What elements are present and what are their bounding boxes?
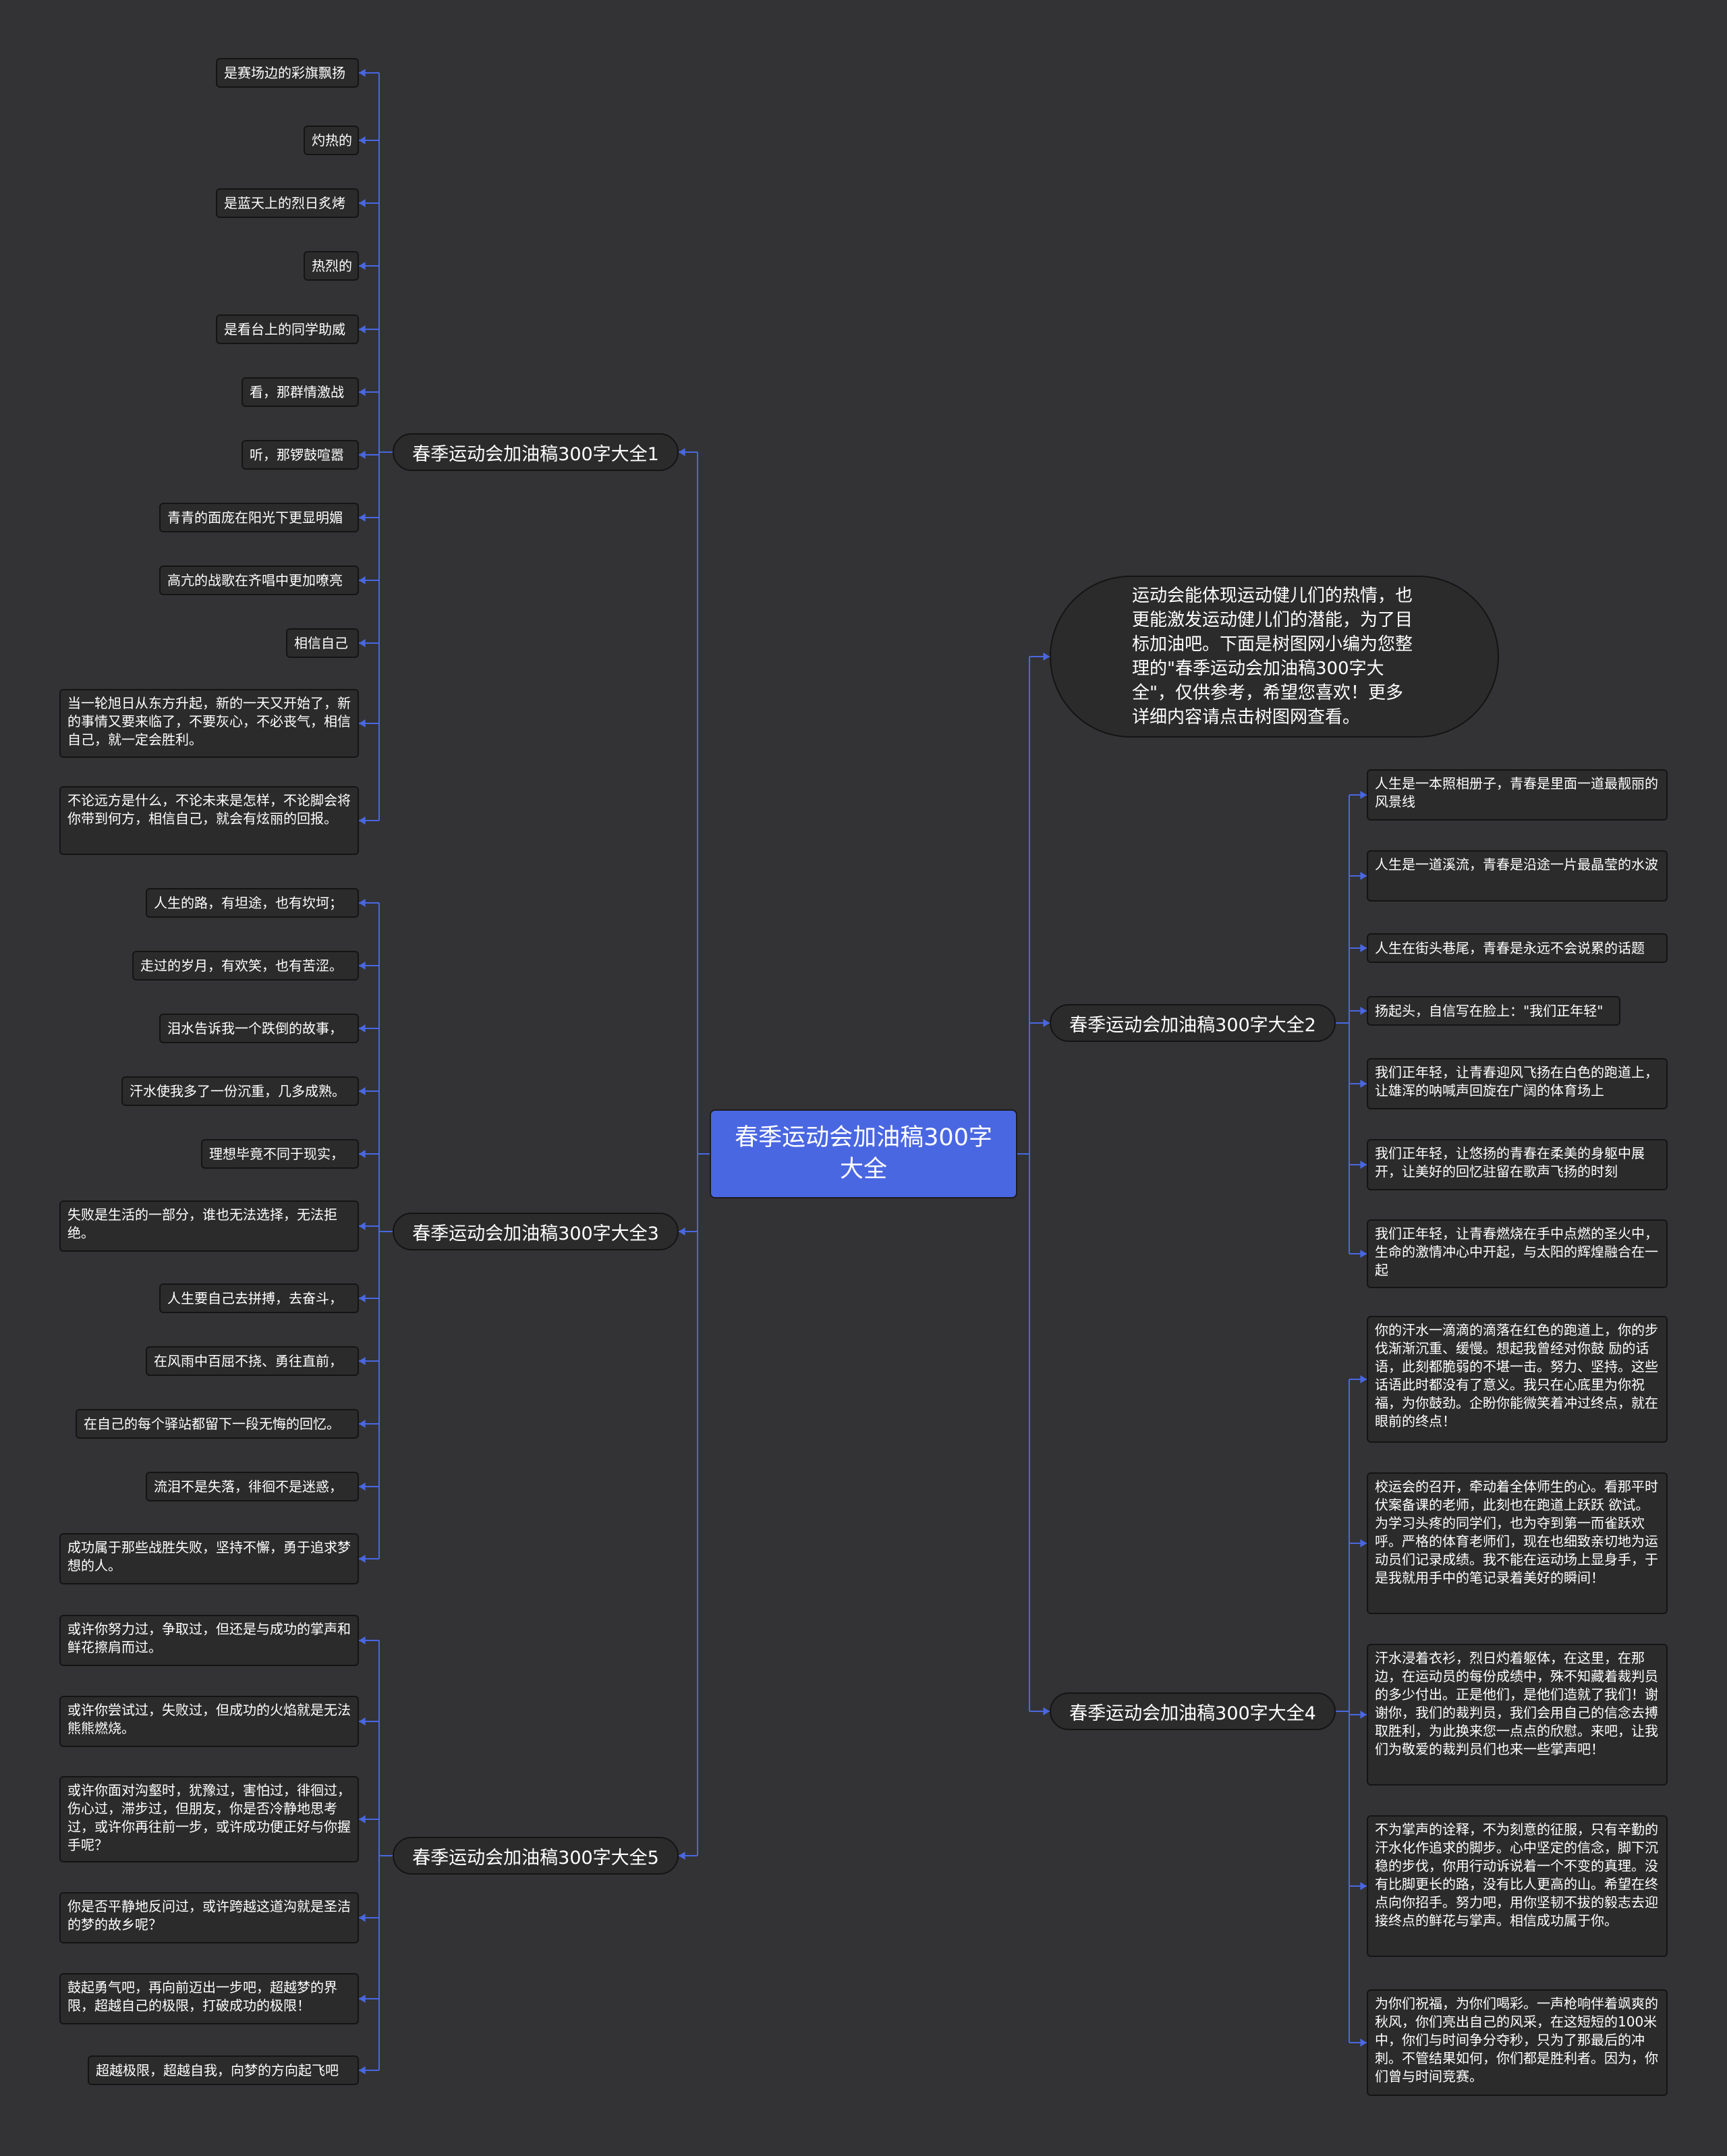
- leaf-arrow: [1360, 1882, 1367, 1890]
- leaf-arrow: [359, 576, 366, 584]
- branch-arrow-1: [679, 448, 685, 456]
- leaf-arrow: [1360, 1711, 1367, 1719]
- leaf-node[interactable]: 是看台上的同学助威: [216, 314, 359, 344]
- leaf-node[interactable]: 不论远方是什么，不论未来是怎样，不论脚会将你带到何方，相信自己，就会有炫丽的回报…: [59, 786, 359, 855]
- branch-arrow-3: [679, 1227, 685, 1236]
- branch-topic-5[interactable]: 春季运动会加油稿300字大全5: [393, 1837, 679, 1875]
- leaf-node[interactable]: 鼓起勇气吧，再向前迈出一步吧，超越梦的界限，超越自己的极限，打破成功的极限！: [59, 1973, 359, 2024]
- branch-topic-2[interactable]: 春季运动会加油稿300字大全2: [1050, 1004, 1336, 1042]
- leaf-arrow: [359, 388, 366, 396]
- leaf-arrow: [359, 451, 366, 459]
- leaf-node[interactable]: 汗水浸着衣衫，烈日灼着躯体，在这里，在那边，在运动员的每份成绩中，殊不知藏着裁判…: [1367, 1644, 1668, 1786]
- leaf-node[interactable]: 相信自己: [286, 628, 359, 658]
- leaf-arrow: [359, 1150, 366, 1158]
- branch-arrow-2: [1043, 1019, 1050, 1027]
- branch-topic-4[interactable]: 春季运动会加油稿300字大全4: [1050, 1692, 1336, 1730]
- leaf-node[interactable]: 人生是一道溪流，青春是沿途一片最晶莹的水波: [1367, 850, 1668, 902]
- leaf-node[interactable]: 你的汗水一滴滴的滴落在红色的跑道上，你的步伐渐渐沉重、缓慢。想起我曾经对你鼓 励…: [1367, 1316, 1668, 1443]
- branch-topic-1[interactable]: 春季运动会加油稿300字大全1: [393, 433, 679, 471]
- leaf-node[interactable]: 扬起头，自信写在脸上："我们正年轻": [1367, 996, 1620, 1026]
- leaf-node[interactable]: 看，那群情激战: [242, 377, 359, 407]
- leaf-arrow: [359, 199, 366, 207]
- leaf-node[interactable]: 理想毕竟不同于现实，: [201, 1139, 359, 1169]
- leaf-arrow: [1360, 1007, 1367, 1015]
- leaf-arrow: [359, 962, 366, 970]
- leaf-arrow: [359, 262, 366, 270]
- leaf-arrow: [1360, 944, 1367, 952]
- leaf-arrow: [1360, 1375, 1367, 1383]
- leaf-node[interactable]: 是蓝天上的烈日炙烤: [216, 188, 359, 218]
- leaf-arrow: [359, 1815, 366, 1823]
- leaf-node[interactable]: 听，那锣鼓喧嚣: [242, 440, 359, 470]
- leaf-arrow: [1360, 1080, 1367, 1088]
- leaf-node[interactable]: 我们正年轻，让悠扬的青春在柔美的身躯中展开，让美好的回忆驻留在歌声飞扬的时刻: [1367, 1139, 1668, 1190]
- leaf-node[interactable]: 流泪不是失落，徘徊不是迷惑，: [146, 1472, 359, 1501]
- branch-arrow-5: [679, 1852, 685, 1860]
- leaf-arrow: [1360, 2039, 1367, 2047]
- leaf-node[interactable]: 超越极限，超越自我，向梦的方向起飞吧: [88, 2055, 359, 2085]
- leaf-arrow: [359, 514, 366, 522]
- leaf-node[interactable]: 汗水使我多了一份沉重，几多成熟。: [121, 1076, 359, 1106]
- leaf-arrow: [359, 1483, 366, 1491]
- leaf-arrow: [359, 1024, 366, 1032]
- leaf-arrow: [359, 1636, 366, 1644]
- leaf-node[interactable]: 我们正年轻，让青春燃烧在手中点燃的圣火中，生命的激情冲心中开起，与太阳的辉煌融合…: [1367, 1219, 1668, 1288]
- root-topic[interactable]: 春季运动会加油稿300字大全: [710, 1109, 1017, 1198]
- leaf-node[interactable]: 为你们祝福，为你们喝彩。一声枪响伴着飒爽的秋风，你们亮出自己的风采，在这短短的1…: [1367, 1989, 1668, 2096]
- leaf-arrow: [1360, 791, 1367, 799]
- leaf-node[interactable]: 在自己的每个驿站都留下一段无悔的回忆。: [76, 1409, 359, 1439]
- leaf-arrow: [1360, 1161, 1367, 1169]
- leaf-arrow: [359, 1222, 366, 1230]
- leaf-node[interactable]: 或许你面对沟壑时，犹豫过，害怕过，徘徊过，伤心过，滞步过，但朋友，你是否冷静地思…: [59, 1776, 359, 1862]
- leaf-arrow: [359, 1294, 366, 1302]
- leaf-node[interactable]: 成功属于那些战胜失败，坚持不懈，勇于追求梦想的人。: [59, 1533, 359, 1584]
- leaf-arrow: [359, 1555, 366, 1563]
- leaf-node[interactable]: 我们正年轻，让青春迎风飞扬在白色的跑道上，让雄浑的呐喊声回旋在广阔的体育场上: [1367, 1058, 1668, 1109]
- leaf-node[interactable]: 在风雨中百屈不挠、勇往直前，: [146, 1346, 359, 1376]
- leaf-arrow: [359, 69, 366, 77]
- leaf-node[interactable]: 高亢的战歌在齐唱中更加嘹亮: [159, 565, 359, 595]
- leaf-arrow: [359, 136, 366, 144]
- leaf-arrow: [1360, 872, 1367, 880]
- leaf-arrow: [1360, 1539, 1367, 1547]
- leaf-arrow: [359, 325, 366, 333]
- leaf-arrow: [359, 1420, 366, 1428]
- leaf-node[interactable]: 或许你努力过，争取过，但还是与成功的掌声和鲜花擦肩而过。: [59, 1615, 359, 1666]
- intro-node[interactable]: 运动会能体现运动健儿们的热情，也更能激发运动健儿们的潜能，为了目标加油吧。下面是…: [1050, 576, 1499, 738]
- branch-topic-3[interactable]: 春季运动会加油稿300字大全3: [393, 1213, 679, 1250]
- intro-arrow: [1043, 653, 1050, 661]
- leaf-arrow: [359, 1717, 366, 1725]
- leaf-node[interactable]: 失败是生活的一部分，谁也无法选择，无法拒绝。: [59, 1200, 359, 1252]
- branch-arrow-4: [1043, 1707, 1050, 1715]
- leaf-arrow: [359, 639, 366, 647]
- leaf-node[interactable]: 人生的路，有坦途，也有坎坷；: [146, 888, 359, 918]
- leaf-node[interactable]: 人生是一本照相册子，青春是里面一道最靓丽的风景线: [1367, 769, 1668, 821]
- leaf-node[interactable]: 热烈的: [304, 251, 359, 281]
- leaf-arrow: [359, 1087, 366, 1095]
- leaf-node[interactable]: 青青的面庞在阳光下更显明媚: [159, 503, 359, 532]
- leaf-node[interactable]: 或许你尝试过，失败过，但成功的火焰就是无法熊熊燃烧。: [59, 1696, 359, 1747]
- leaf-node[interactable]: 不为掌声的诠释，不为刻意的征服，只有辛勤的汗水化作追求的脚步。心中坚定的信念，脚…: [1367, 1815, 1668, 1957]
- leaf-node[interactable]: 是赛场边的彩旗飘扬: [216, 58, 359, 88]
- leaf-node[interactable]: 人生在街头巷尾，青春是永远不会说累的话题: [1367, 933, 1668, 963]
- leaf-arrow: [359, 719, 366, 727]
- leaf-arrow: [359, 2066, 366, 2074]
- leaf-arrow: [359, 899, 366, 907]
- leaf-node[interactable]: 灼热的: [304, 126, 359, 155]
- leaf-node[interactable]: 人生要自己去拼搏，去奋斗，: [159, 1283, 359, 1313]
- leaf-arrow: [359, 1995, 366, 2003]
- leaf-arrow: [359, 1357, 366, 1365]
- leaf-node[interactable]: 泪水告诉我一个跌倒的故事，: [159, 1014, 359, 1043]
- leaf-node[interactable]: 校运会的召开，牵动着全体师生的心。看那平时伏案备课的老师，此刻也在跑道上跃跃 欲…: [1367, 1472, 1668, 1614]
- leaf-arrow: [359, 1914, 366, 1922]
- leaf-node[interactable]: 走过的岁月，有欢笑，也有苦涩。: [132, 951, 359, 980]
- leaf-node[interactable]: 你是否平静地反问过，或许跨越这道沟就是圣洁的梦的故乡呢？: [59, 1892, 359, 1943]
- leaf-arrow: [1360, 1250, 1367, 1258]
- leaf-node[interactable]: 当一轮旭日从东方升起，新的一天又开始了，新的事情又要来临了，不要灰心，不必丧气，…: [59, 689, 359, 758]
- leaf-arrow: [359, 817, 366, 825]
